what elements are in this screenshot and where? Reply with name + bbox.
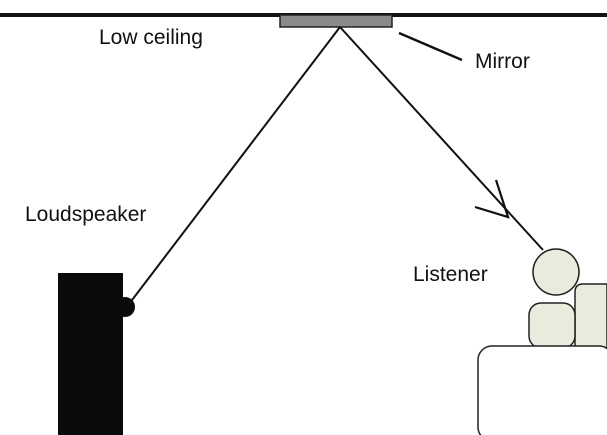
incident-ray xyxy=(128,26,341,305)
mirror-label: Mirror xyxy=(475,50,530,73)
mirror-leader-line xyxy=(398,31,463,62)
listener-head xyxy=(532,248,580,296)
loudspeaker-label: Loudspeaker xyxy=(25,203,147,226)
listener-torso xyxy=(528,302,576,349)
loudspeaker-cabinet xyxy=(58,273,123,435)
listener-label: Listener xyxy=(413,263,488,286)
mirror xyxy=(279,14,393,28)
armchair-back xyxy=(574,283,607,349)
armchair-seat xyxy=(477,345,607,435)
reflected-ray xyxy=(339,26,544,251)
ceiling-label: Low ceiling xyxy=(99,26,203,49)
ray-arrow-head xyxy=(474,179,510,219)
